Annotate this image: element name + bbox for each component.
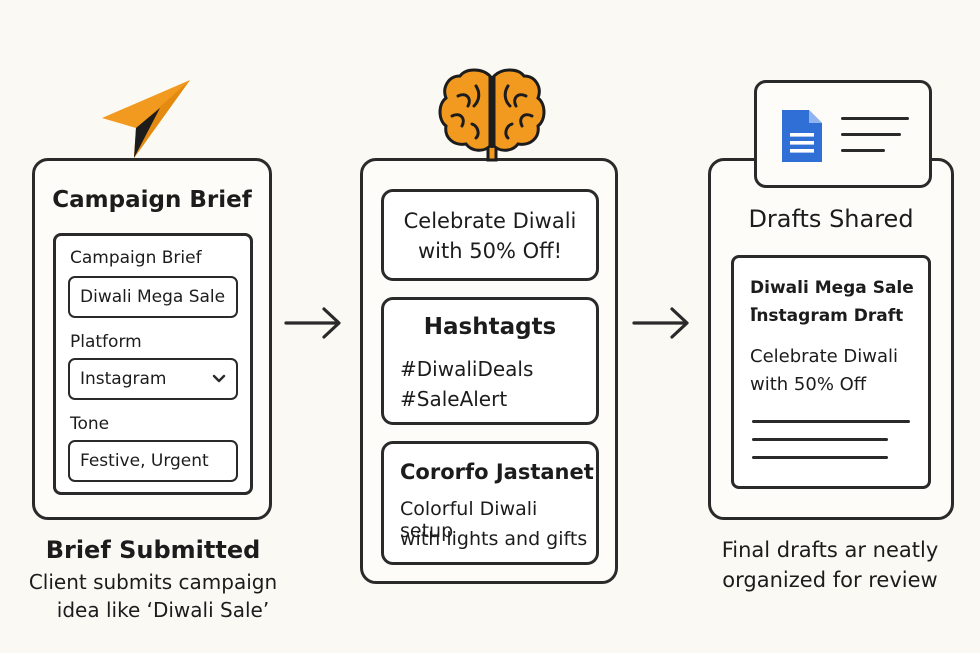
document-icon: [782, 110, 822, 162]
panel-title: Campaign Brief: [52, 187, 252, 213]
hashtags-card: Hashtagts #DiwaliDeals #SaleAlert: [381, 297, 599, 425]
draft-title-line1: Diwali Mega Sale –: [750, 278, 914, 318]
draft-body-line1: Celebrate Diwali: [750, 346, 899, 367]
drafts-shared-panel: Drafts Shared Diwali Mega Sale – Instagr…: [708, 158, 954, 520]
step1-caption-line1: Client submits campaign: [28, 570, 278, 594]
visual-title: Cororfo Jastanet: [400, 460, 594, 484]
panel-title: Drafts Shared: [748, 205, 914, 233]
brain-icon: [438, 68, 546, 162]
hashtag-item: #SaleAlert: [400, 387, 508, 411]
text-placeholder-line: [752, 456, 888, 459]
headline-line2: with 50% Off!: [418, 239, 562, 263]
brief-label: Campaign Brief: [70, 248, 202, 268]
text-placeholder-line: [752, 438, 888, 441]
platform-select[interactable]: Instagram: [68, 358, 238, 400]
step3-caption-line2: organized for review: [722, 568, 938, 592]
content-generation-panel: Celebrate Diwali with 50% Off! Hashtagts…: [360, 158, 618, 584]
text-placeholder-line: [841, 133, 901, 136]
draft-document-card: Diwali Mega Sale – Instagram Draft Celeb…: [731, 255, 931, 489]
tone-input[interactable]: Festive, Urgent: [68, 440, 238, 482]
arrow-right-icon: [632, 307, 689, 339]
visual-line1: Colorful Diwali setup: [400, 498, 538, 542]
step1-caption-line2: idea like ‘Diwali Sale’: [56, 598, 270, 622]
brief-value: Diwali Mega Sale: [80, 287, 226, 307]
step3-caption-line1: Final drafts ar neatly: [721, 538, 939, 562]
campaign-brief-panel: Campaign Brief Campaign Brief Diwali Meg…: [32, 158, 272, 520]
visual-card: Cororfo Jastanet Colorful Diwali setup w…: [381, 441, 599, 565]
hashtags-title: Hashtagts: [423, 314, 557, 340]
paper-plane-icon: [102, 80, 190, 158]
step1-caption-title: Brief Submitted: [45, 536, 261, 564]
brief-form: Campaign Brief Diwali Mega Sale Platform…: [53, 233, 253, 495]
tone-value: Festive, Urgent: [80, 451, 209, 471]
chevron-down-icon: [212, 374, 226, 383]
text-placeholder-line: [752, 420, 910, 423]
draft-title-line2: Instagram Draft: [750, 306, 904, 326]
draft-body-line2: with 50% Off: [750, 374, 867, 395]
text-placeholder-line: [841, 117, 909, 120]
tone-label: Tone: [70, 414, 110, 434]
platform-label: Platform: [70, 332, 142, 352]
text-placeholder-line: [841, 149, 885, 152]
headline-line1: Celebrate Diwali: [403, 209, 577, 233]
document-preview-card: [754, 80, 932, 188]
headline-card: Celebrate Diwali with 50% Off!: [381, 189, 599, 281]
arrow-right-icon: [284, 307, 341, 339]
platform-value: Instagram: [80, 369, 167, 389]
hashtag-item: #DiwaliDeals: [400, 357, 534, 381]
brief-input[interactable]: Diwali Mega Sale: [68, 276, 238, 318]
visual-line2: with lights and gifts: [400, 528, 588, 550]
